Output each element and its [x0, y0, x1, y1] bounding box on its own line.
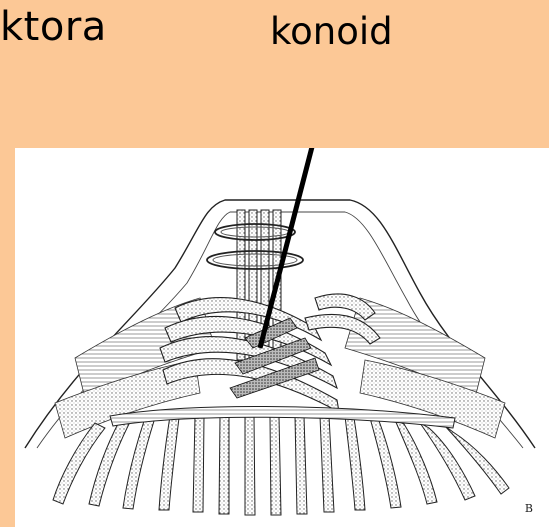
slide-title-fragment: ktora	[0, 4, 107, 50]
conoid-illustration: B	[15, 148, 549, 527]
figure-corner-mark: B	[525, 502, 533, 515]
konoid-label: konoid	[270, 10, 393, 53]
conoid-drawing-icon	[15, 148, 549, 527]
